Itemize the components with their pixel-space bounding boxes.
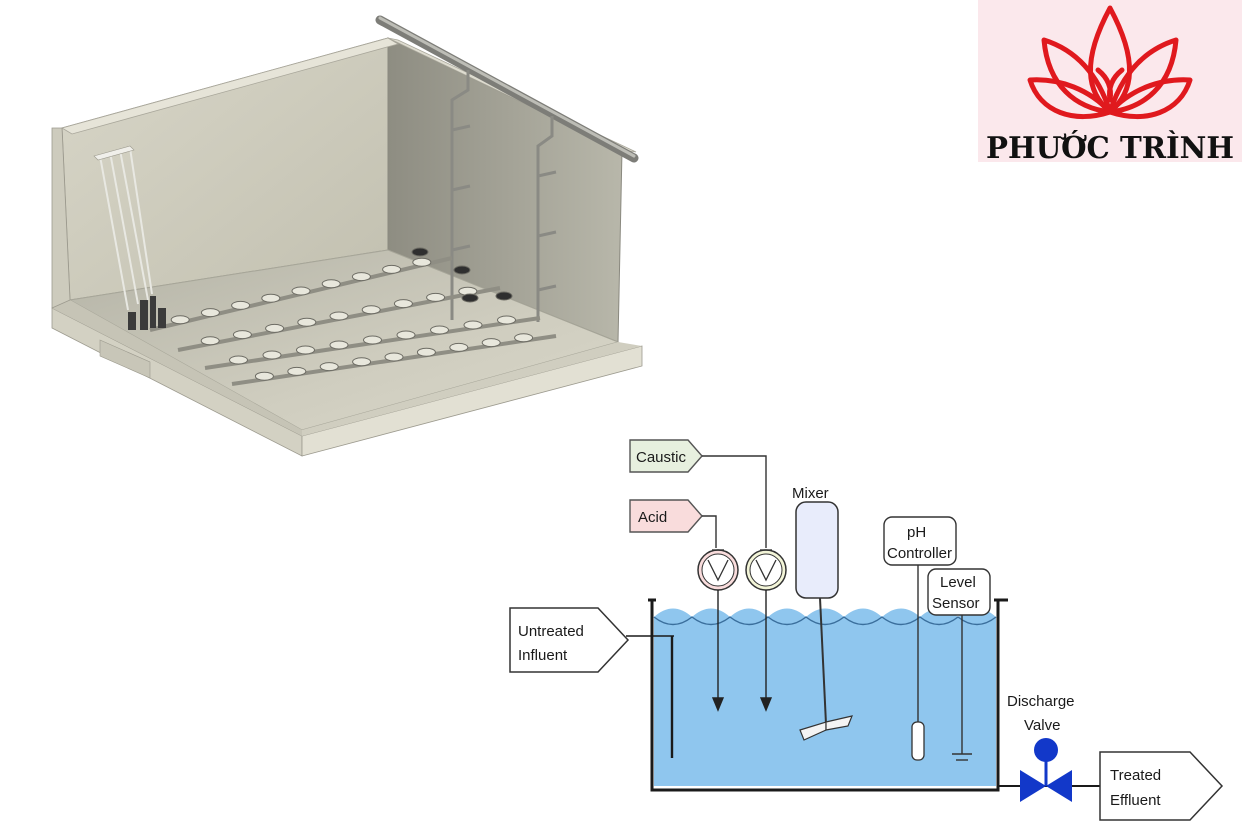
floor-opening — [461, 293, 479, 303]
diffuser-disc — [412, 257, 432, 267]
ph-neutralization-diagram: Untreated Influent Caustic Acid — [509, 439, 1224, 821]
acid-tag: Acid — [629, 499, 703, 533]
floor-opening — [411, 247, 429, 257]
svg-text:pH: pH — [907, 524, 926, 541]
lotus-icon — [1027, 5, 1193, 120]
diffuser-disc — [393, 299, 413, 309]
diffuser-disc — [463, 320, 483, 330]
logo-name: PHƯỚC TRÌNH — [986, 130, 1234, 166]
diffuser-disc — [296, 345, 315, 355]
diffuser-disc — [321, 279, 341, 289]
svg-text:Controller: Controller — [887, 545, 952, 562]
discharge-valve-label-1: Discharge — [1007, 693, 1075, 710]
untreated-influent-tag: Untreated Influent — [509, 607, 630, 673]
diffuser-disc — [232, 330, 252, 340]
diffuser-disc — [319, 362, 339, 372]
svg-text:Level: Level — [940, 574, 976, 591]
diffuser-disc — [481, 338, 501, 348]
aeration-tank-illustration — [51, 15, 643, 457]
diffuser-disc — [229, 355, 248, 365]
diffuser-disc — [287, 366, 307, 376]
treated-effluent-tag: Treated Effluent — [1099, 751, 1224, 821]
caustic-tag: Caustic — [629, 439, 703, 473]
discharge-valve-icon — [1020, 738, 1072, 802]
diffuser-disc — [351, 272, 371, 282]
company-logo: PHƯỚC TRÌNH — [978, 0, 1242, 166]
diffuser-disc — [262, 350, 282, 360]
mixer-label: Mixer — [792, 485, 829, 502]
diffuser-disc — [329, 340, 349, 350]
diffuser-disc — [297, 317, 317, 327]
diffuser-disc — [361, 305, 381, 315]
diffuser-disc — [200, 336, 220, 346]
level-sensor-tag: Level Sensor — [927, 568, 991, 616]
diffuser-disc — [384, 352, 404, 362]
diffuser-disc — [200, 308, 220, 318]
svg-text:Sensor: Sensor — [932, 595, 980, 612]
diffuser-disc — [396, 330, 416, 340]
svg-text:Effluent: Effluent — [1110, 792, 1161, 809]
svg-text:Influent: Influent — [518, 647, 568, 664]
discharge-valve-label-2: Valve — [1024, 717, 1060, 734]
diffuser-disc — [254, 371, 274, 381]
diffuser-disc — [497, 315, 516, 325]
diffuser-disc — [514, 333, 534, 343]
caustic-pump-icon — [745, 549, 787, 591]
tank-wall — [648, 598, 1008, 792]
svg-text:Acid: Acid — [638, 509, 667, 526]
water-surface — [653, 616, 997, 626]
diffuser-disc — [329, 311, 349, 321]
diffuser-disc — [261, 293, 281, 303]
floor-opening — [453, 265, 471, 275]
svg-text:Treated: Treated — [1110, 767, 1161, 784]
floor-opening — [495, 291, 513, 301]
acid-pump-icon — [697, 549, 739, 591]
ph-probe-icon — [911, 721, 925, 761]
diffuser-disc — [449, 342, 469, 352]
diffuser-disc — [430, 325, 449, 335]
mixer-icon — [795, 501, 853, 741]
diffuser-disc — [363, 335, 382, 345]
svg-text:Untreated: Untreated — [518, 623, 584, 640]
ph-controller-tag: pH Controller — [883, 516, 957, 566]
diffuser-disc — [352, 357, 372, 367]
diffuser-disc — [265, 323, 285, 333]
diffuser-disc — [426, 292, 446, 302]
diffuser-disc — [231, 300, 251, 310]
diffuser-disc — [382, 264, 402, 274]
svg-text:Caustic: Caustic — [636, 449, 687, 466]
diffuser-disc — [416, 347, 436, 357]
diffuser-disc — [170, 315, 190, 325]
diffuser-disc — [291, 286, 311, 296]
